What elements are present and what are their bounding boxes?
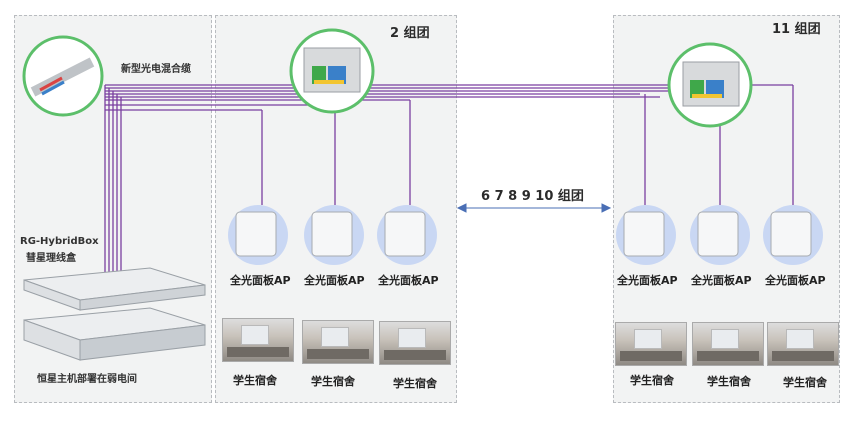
ap-label: 全光面板AP <box>230 274 291 287</box>
dorm-room-image <box>222 318 294 362</box>
dorm-room-image <box>692 322 764 366</box>
group-title-11: 11 组团 <box>772 22 821 37</box>
cable-label: 新型光电混合缆 <box>121 64 191 75</box>
dorm-room-image <box>615 322 687 366</box>
hybrid-cable-ring <box>22 35 104 117</box>
room-label: 学生宿舍 <box>630 374 674 387</box>
hybrid-box-name: RG-HybridBox <box>20 236 99 247</box>
ap-label: 全光面板AP <box>617 274 678 287</box>
ap-label: 全光面板AP <box>765 274 826 287</box>
room-label: 学生宿舍 <box>311 375 355 388</box>
room-label: 学生宿舍 <box>233 374 277 387</box>
ap-icons-group-2 <box>228 205 437 265</box>
room-label: 学生宿舍 <box>393 377 437 390</box>
ap-icons-group-11 <box>616 205 823 265</box>
host-switch-device <box>23 307 206 361</box>
group-title-2: 2 组团 <box>390 26 430 41</box>
ap-label: 全光面板AP <box>691 274 752 287</box>
hybrid-box-name-cn: 彗星理线盒 <box>26 253 76 264</box>
ap-label: 全光面板AP <box>378 274 439 287</box>
room-label: 学生宿舍 <box>707 375 751 388</box>
splice-closure-ring-2 <box>289 28 375 114</box>
dorm-room-image <box>767 322 839 366</box>
dorm-room-image <box>379 321 451 365</box>
splice-closure-ring-11 <box>667 42 753 128</box>
host-label: 恒星主机部署在弱电间 <box>37 374 137 385</box>
room-label: 学生宿舍 <box>783 376 827 389</box>
ap-label: 全光面板AP <box>304 274 365 287</box>
dorm-room-image <box>302 320 374 364</box>
middle-groups-label: 6 7 8 9 10 组团 <box>481 189 584 204</box>
hybrid-box-device <box>23 267 206 311</box>
